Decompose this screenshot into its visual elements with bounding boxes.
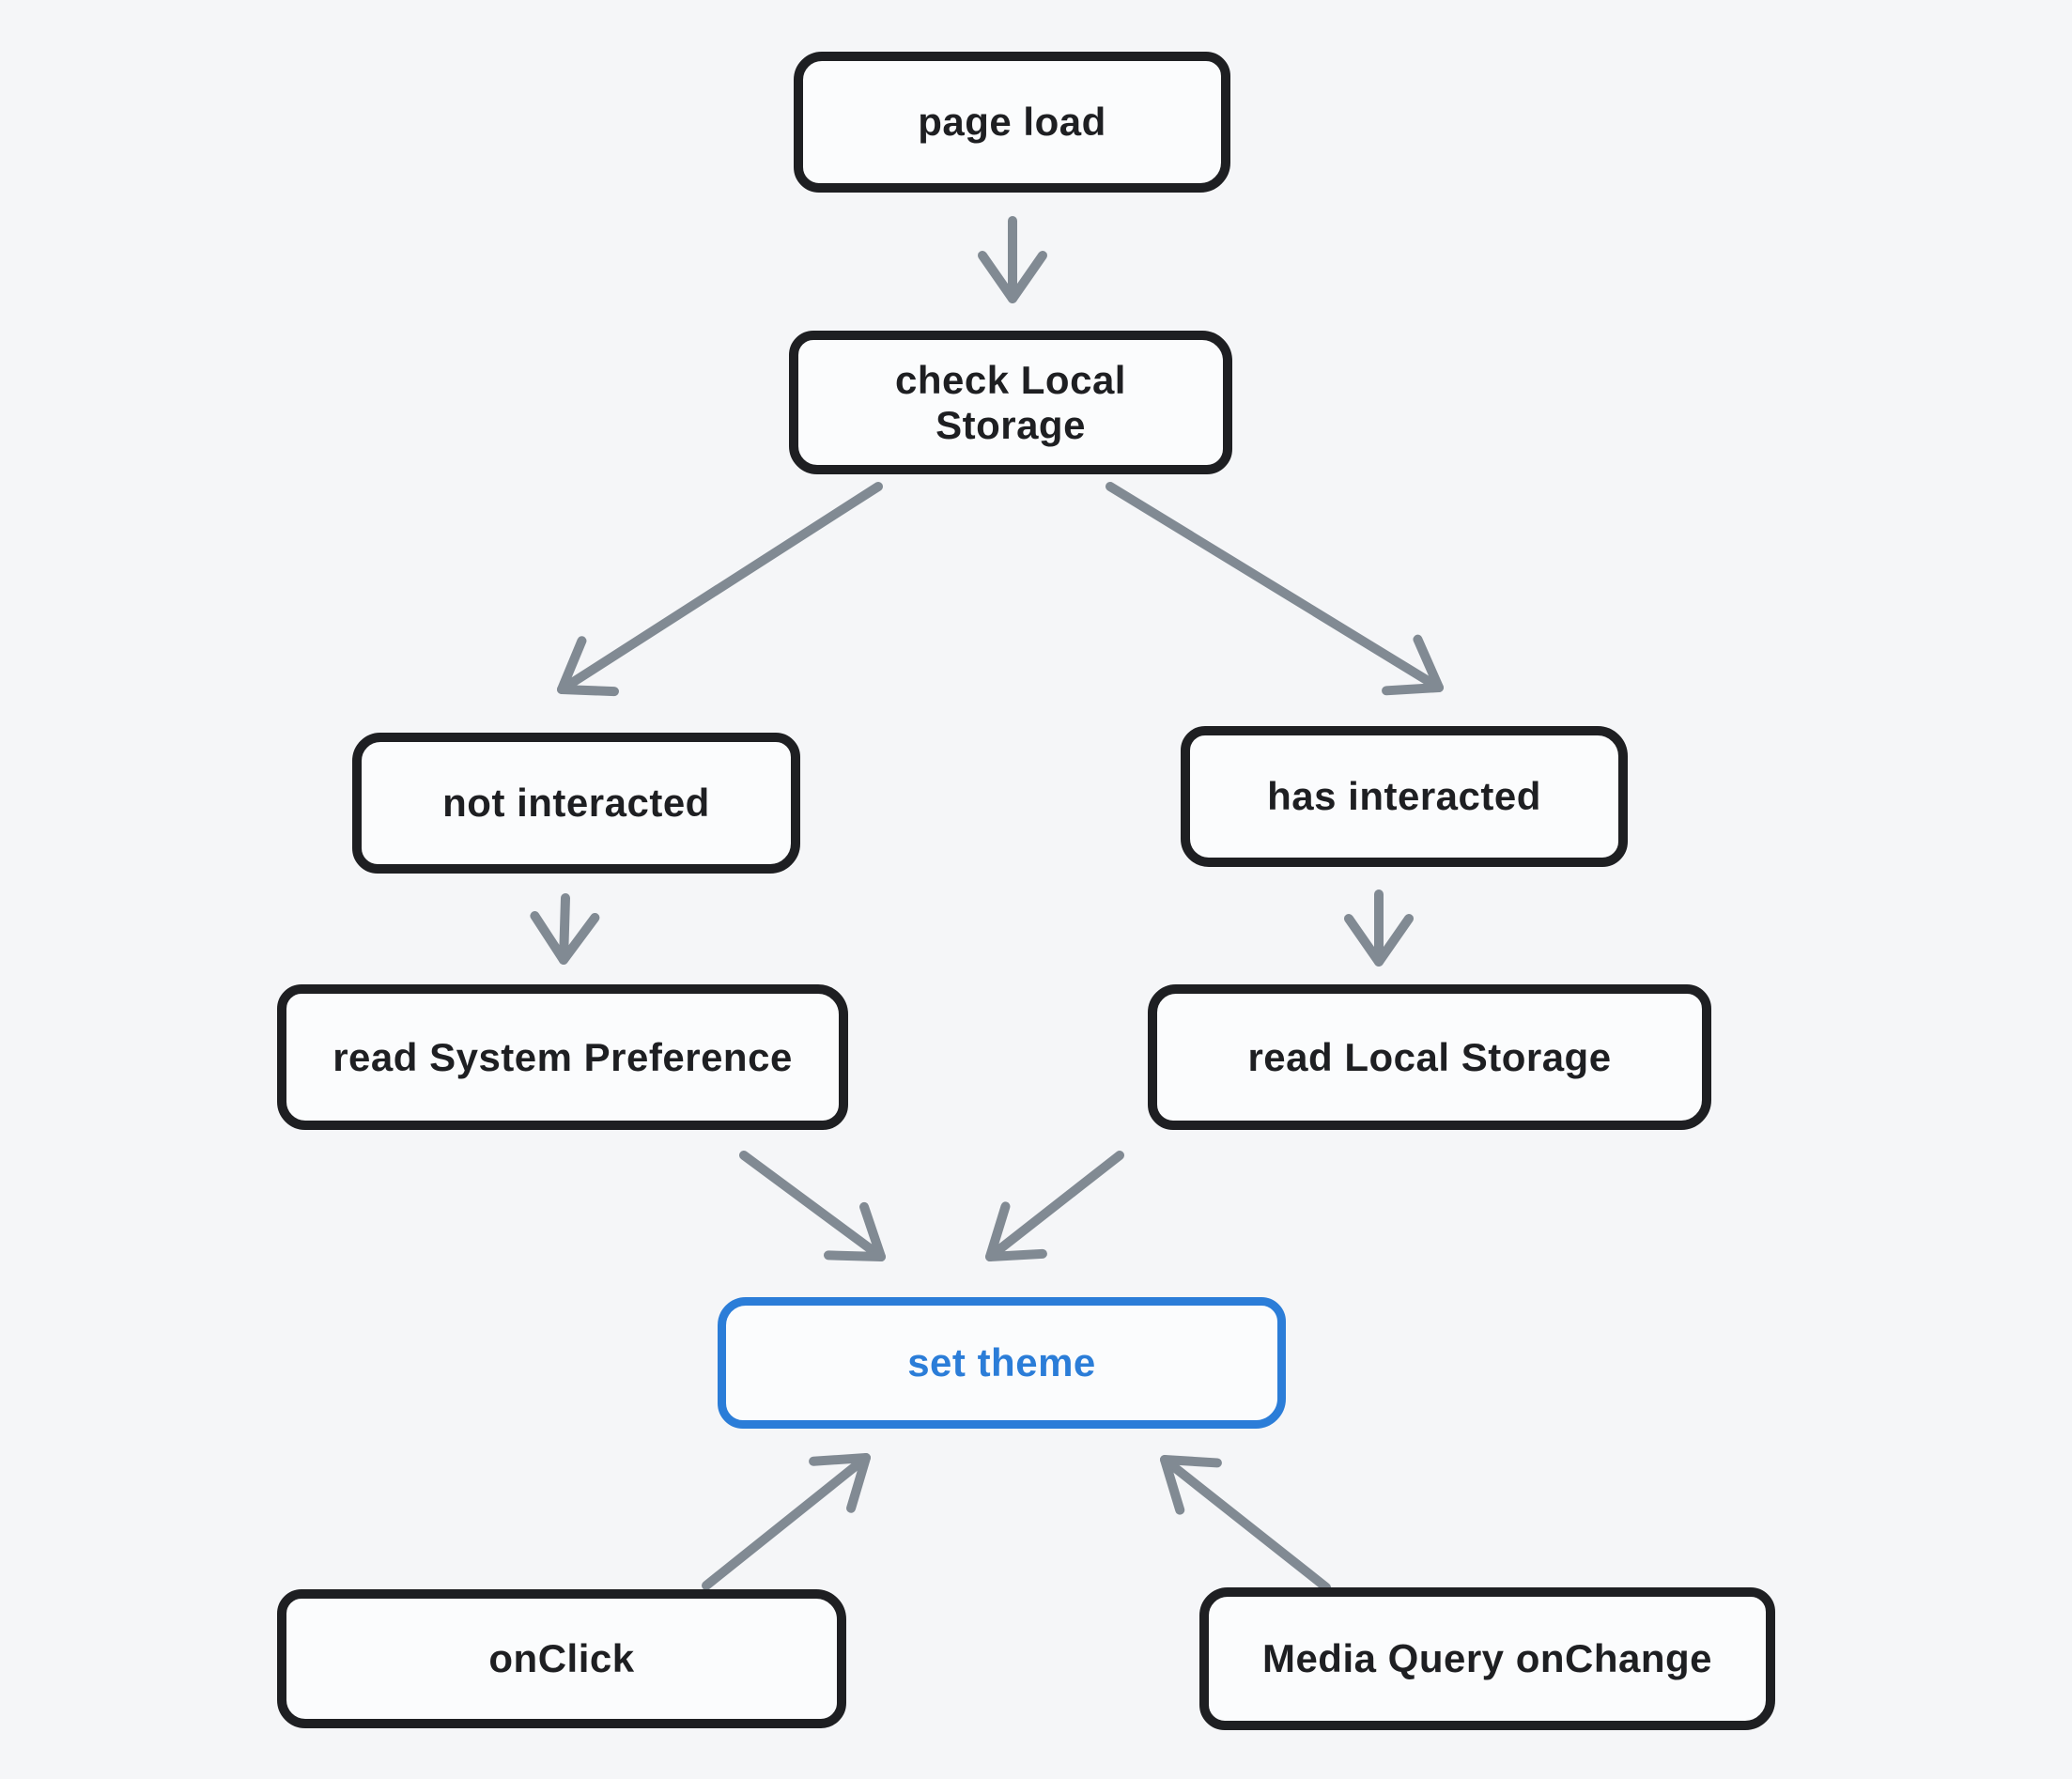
node-page-load-label: page load	[918, 100, 1106, 144]
node-check-local-storage: check Local Storage	[789, 331, 1232, 474]
node-onclick-label: onClick	[488, 1636, 635, 1680]
edge-read-system-preference-to-set-theme	[739, 1151, 886, 1261]
node-set-theme-label: set theme	[907, 1340, 1096, 1385]
node-not-interacted: not interacted	[352, 733, 800, 874]
node-check-local-storage-label: check Local Storage	[895, 357, 1126, 447]
edge-check-local-storage-to-has-interacted	[1106, 482, 1444, 696]
node-media-query-onchange-label: Media Query onChange	[1261, 1636, 1713, 1680]
node-read-local-storage-label: read Local Storage	[1247, 1034, 1612, 1079]
node-onclick: onClick	[277, 1589, 846, 1728]
node-set-theme: set theme	[718, 1297, 1286, 1429]
node-page-load: page load	[794, 52, 1230, 193]
edge-check-local-storage-to-not-interacted	[557, 482, 883, 697]
node-read-local-storage: read Local Storage	[1148, 984, 1711, 1130]
node-media-query-onchange: Media Query onChange	[1199, 1587, 1775, 1730]
node-not-interacted-label: not interacted	[442, 781, 710, 825]
edge-read-local-storage-to-set-theme	[985, 1151, 1124, 1261]
node-has-interacted-label: has interacted	[1267, 774, 1541, 818]
node-has-interacted: has interacted	[1181, 726, 1628, 867]
edge-not-interacted-to-read-system-preference	[530, 893, 600, 965]
edge-media-query-onchange-to-set-theme	[1160, 1455, 1331, 1592]
node-read-system-preference: read System Preference	[277, 984, 848, 1130]
edge-onclick-to-set-theme	[702, 1453, 871, 1590]
node-read-system-preference-label: read System Preference	[332, 1034, 793, 1079]
